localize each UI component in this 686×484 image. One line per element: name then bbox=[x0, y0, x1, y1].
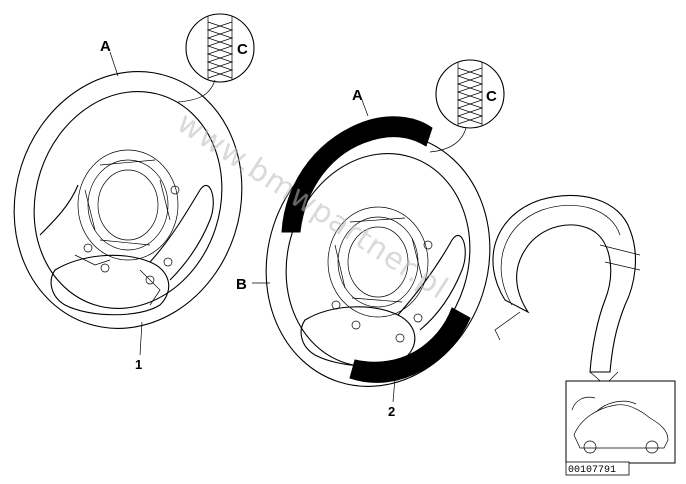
steering-wheel-2 bbox=[252, 99, 491, 403]
leather-section-upper bbox=[281, 116, 433, 233]
detail-bubble-c-left bbox=[185, 13, 255, 83]
steering-wheel-1 bbox=[13, 51, 243, 356]
callout-c-right: C bbox=[486, 88, 497, 105]
part-number-box bbox=[565, 461, 630, 476]
car-thumbnail bbox=[565, 380, 676, 464]
callout-a-left: A bbox=[100, 38, 111, 55]
detail-bubble-c-right bbox=[435, 59, 505, 129]
callout-b: B bbox=[236, 276, 247, 293]
trim-cover bbox=[492, 194, 641, 386]
leather-section-lower bbox=[349, 307, 471, 383]
item-number-1: 1 bbox=[135, 357, 142, 372]
item-number-2: 2 bbox=[388, 404, 395, 419]
part-number: 00107791 bbox=[568, 465, 616, 476]
callout-c-left: C bbox=[237, 41, 248, 58]
callout-a-right: A bbox=[352, 87, 363, 104]
